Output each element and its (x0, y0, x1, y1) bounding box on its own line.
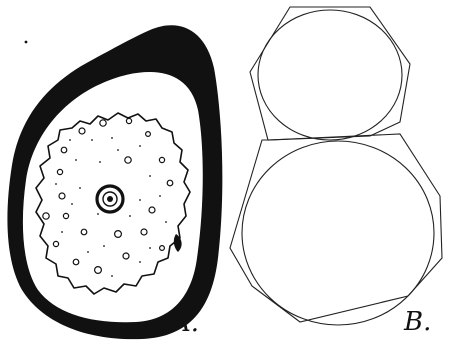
nucleus (97, 186, 123, 212)
figure-a (7, 25, 222, 339)
upper-polygon (250, 7, 410, 140)
nucleolus (107, 196, 113, 202)
lower-circle (242, 141, 434, 325)
figure-a-label: A. (172, 310, 199, 336)
speck (25, 41, 28, 44)
figure-b-label: B. (404, 309, 431, 335)
upper-circle (258, 10, 402, 140)
figure-b (230, 7, 442, 325)
